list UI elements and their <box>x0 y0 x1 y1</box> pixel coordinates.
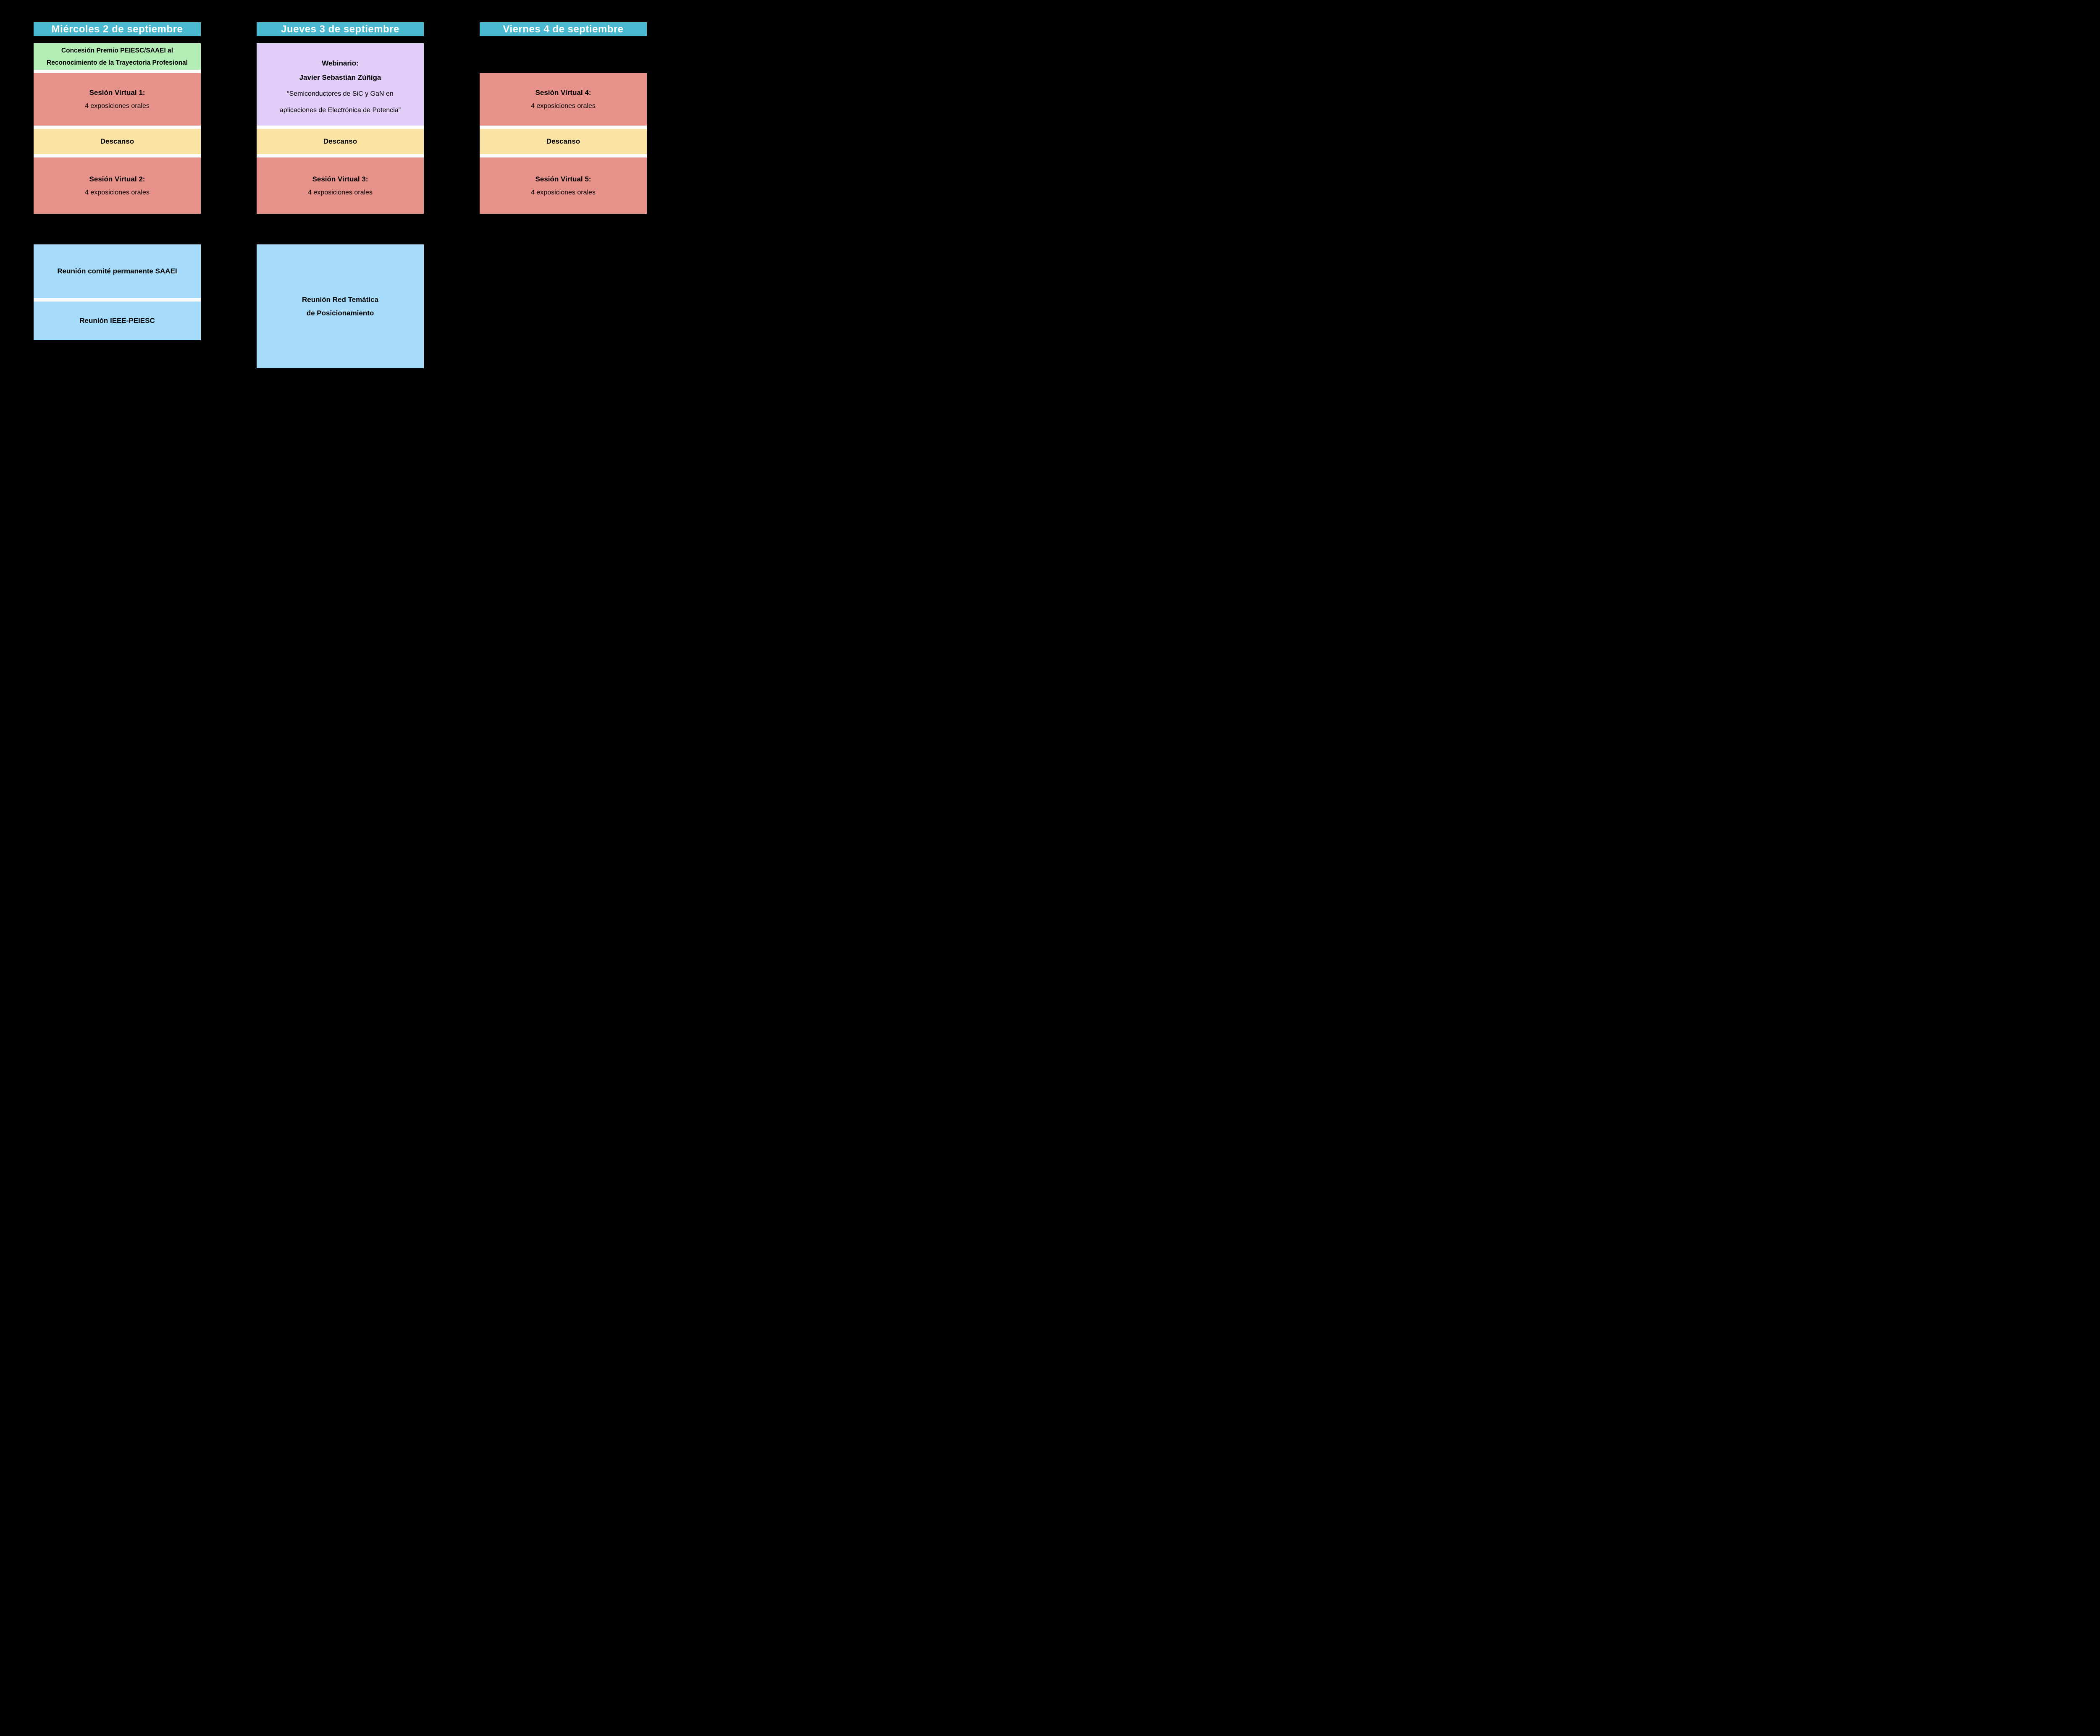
session-title: Sesión Virtual 4: <box>535 89 591 97</box>
session-subtitle: 4 exposiciones orales <box>308 189 373 196</box>
day-header-viernes: Viernes 4 de septiembre <box>480 22 647 36</box>
session-virtual-4-block: Sesión Virtual 4: 4 exposiciones orales <box>480 73 647 126</box>
meeting-label: Reunión comité permanente SAAEI <box>57 267 177 275</box>
session-subtitle: 4 exposiciones orales <box>85 102 150 110</box>
session-title: Sesión Virtual 5: <box>535 175 591 183</box>
meeting-label: Reunión IEEE-PEIESC <box>79 317 155 325</box>
meeting-line-1: Reunión Red Temática <box>302 295 378 304</box>
meeting-ieee-peiesc-block: Reunión IEEE-PEIESC <box>34 302 201 340</box>
award-line-2: Reconocimiento de la Trayectoria Profesi… <box>47 59 188 66</box>
session-virtual-2-block: Sesión Virtual 2: 4 exposiciones orales <box>34 157 201 214</box>
meeting-saaei-block: Reunión comité permanente SAAEI <box>34 244 201 298</box>
session-subtitle: 4 exposiciones orales <box>531 189 596 196</box>
webinar-title-line-1: “Semiconductores de SiC y GaN en <box>287 90 394 97</box>
meeting-red-tematica-block: Reunión Red Temática de Posicionamiento <box>257 244 424 368</box>
meetings-stack-miercoles: Reunión comité permanente SAAEI Reunión … <box>34 244 201 340</box>
day-column-miercoles: Miércoles 2 de septiembre Concesión Prem… <box>34 0 201 388</box>
break-block: Descanso <box>257 129 424 154</box>
award-block: Concesión Premio PEIESC/SAAEI al Reconoc… <box>34 43 201 70</box>
break-label: Descanso <box>100 137 134 145</box>
morning-stack-viernes: Sesión Virtual 4: 4 exposiciones orales … <box>480 73 647 214</box>
session-subtitle: 4 exposiciones orales <box>531 102 596 110</box>
session-title: Sesión Virtual 2: <box>89 175 145 183</box>
webinar-block: Webinario: Javier Sebastián Zúñiga “Semi… <box>257 43 424 126</box>
session-virtual-1-block: Sesión Virtual 1: 4 exposiciones orales <box>34 73 201 126</box>
day-column-jueves: Jueves 3 de septiembre Webinario: Javier… <box>257 0 424 388</box>
webinar-line-1: Webinario: <box>322 59 359 67</box>
day-header-miercoles: Miércoles 2 de septiembre <box>34 22 201 36</box>
meeting-line-2: de Posicionamiento <box>306 309 374 317</box>
break-label: Descanso <box>546 137 580 145</box>
day-column-viernes: Viernes 4 de septiembre Sesión Virtual 4… <box>480 0 647 388</box>
break-block: Descanso <box>480 129 647 154</box>
day-header-jueves: Jueves 3 de septiembre <box>257 22 424 36</box>
schedule-slide: Miércoles 2 de septiembre Concesión Prem… <box>0 0 654 388</box>
break-label: Descanso <box>323 137 357 145</box>
webinar-title-line-2: aplicaciones de Electrónica de Potencia” <box>279 106 401 114</box>
webinar-speaker: Javier Sebastián Zúñiga <box>299 73 381 81</box>
morning-stack-jueves: Webinario: Javier Sebastián Zúñiga “Semi… <box>257 43 424 214</box>
morning-stack-miercoles: Concesión Premio PEIESC/SAAEI al Reconoc… <box>34 43 201 214</box>
meetings-stack-jueves: Reunión Red Temática de Posicionamiento <box>257 244 424 368</box>
break-block: Descanso <box>34 129 201 154</box>
session-virtual-5-block: Sesión Virtual 5: 4 exposiciones orales <box>480 157 647 214</box>
session-title: Sesión Virtual 1: <box>89 89 145 97</box>
session-virtual-3-block: Sesión Virtual 3: 4 exposiciones orales <box>257 157 424 214</box>
session-subtitle: 4 exposiciones orales <box>85 189 150 196</box>
award-line-1: Concesión Premio PEIESC/SAAEI al <box>61 47 173 54</box>
session-title: Sesión Virtual 3: <box>312 175 368 183</box>
